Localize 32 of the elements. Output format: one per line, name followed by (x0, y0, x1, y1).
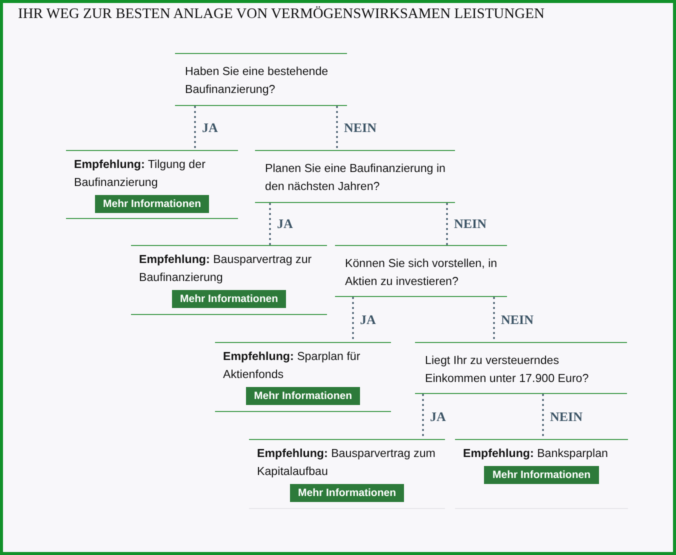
question-text: Haben Sie eine bestehende Baufinanzierung? (185, 64, 330, 98)
recommendation-text: Empfehlung: Sparplan für Aktienfonds (223, 349, 362, 383)
more-info-button: Mehr Informationen (290, 484, 404, 502)
recommendation-box (455, 439, 628, 509)
more-info-button: Mehr Informationen (172, 290, 286, 308)
question-box (255, 150, 455, 203)
connector-line (336, 106, 338, 150)
recommendation-text: Empfehlung: Tilgung der Baufinanzierung (74, 157, 206, 191)
question-text: Planen Sie eine Baufinanzierung in den nächsten Jahren? (265, 161, 446, 195)
question-text: Liegt Ihr zu versteuerndes Einkommen unter 17.900 Euro? (425, 353, 590, 387)
question-box (335, 245, 507, 297)
connector-line (269, 203, 271, 245)
more-info-button: Mehr Informationen (94, 195, 209, 213)
connector-line (352, 297, 354, 342)
connector-line (542, 394, 544, 439)
recommendation-box (131, 245, 327, 315)
more-info-button: Mehr Informationen (484, 466, 598, 484)
connector-line (194, 106, 196, 150)
more-info-button: Mehr Informationen (246, 387, 360, 405)
recommendation-text: Empfehlung: Banksparplan (463, 446, 608, 462)
diagram-title: IHR WEG ZUR BESTEN ANLAGE VON VERMÖGENSWIRKSAMEN LEISTUNGEN (18, 6, 544, 23)
recommendation-box (215, 342, 391, 412)
recommendation-box (249, 439, 445, 509)
question-text: Können Sie sich vorstellen, in Aktien zu investieren? (345, 256, 498, 290)
connector-line (446, 203, 448, 245)
connector-line (422, 394, 424, 439)
recommendation-box (66, 150, 238, 219)
recommendation-text: Empfehlung: Bausparvertrag zur Baufinanzierung (139, 252, 313, 286)
question-box (415, 342, 627, 394)
question-box (175, 53, 347, 106)
connector-line (493, 297, 495, 342)
recommendation-text: Empfehlung: Bausparvertrag zum Kapitalaufbau (257, 446, 436, 480)
